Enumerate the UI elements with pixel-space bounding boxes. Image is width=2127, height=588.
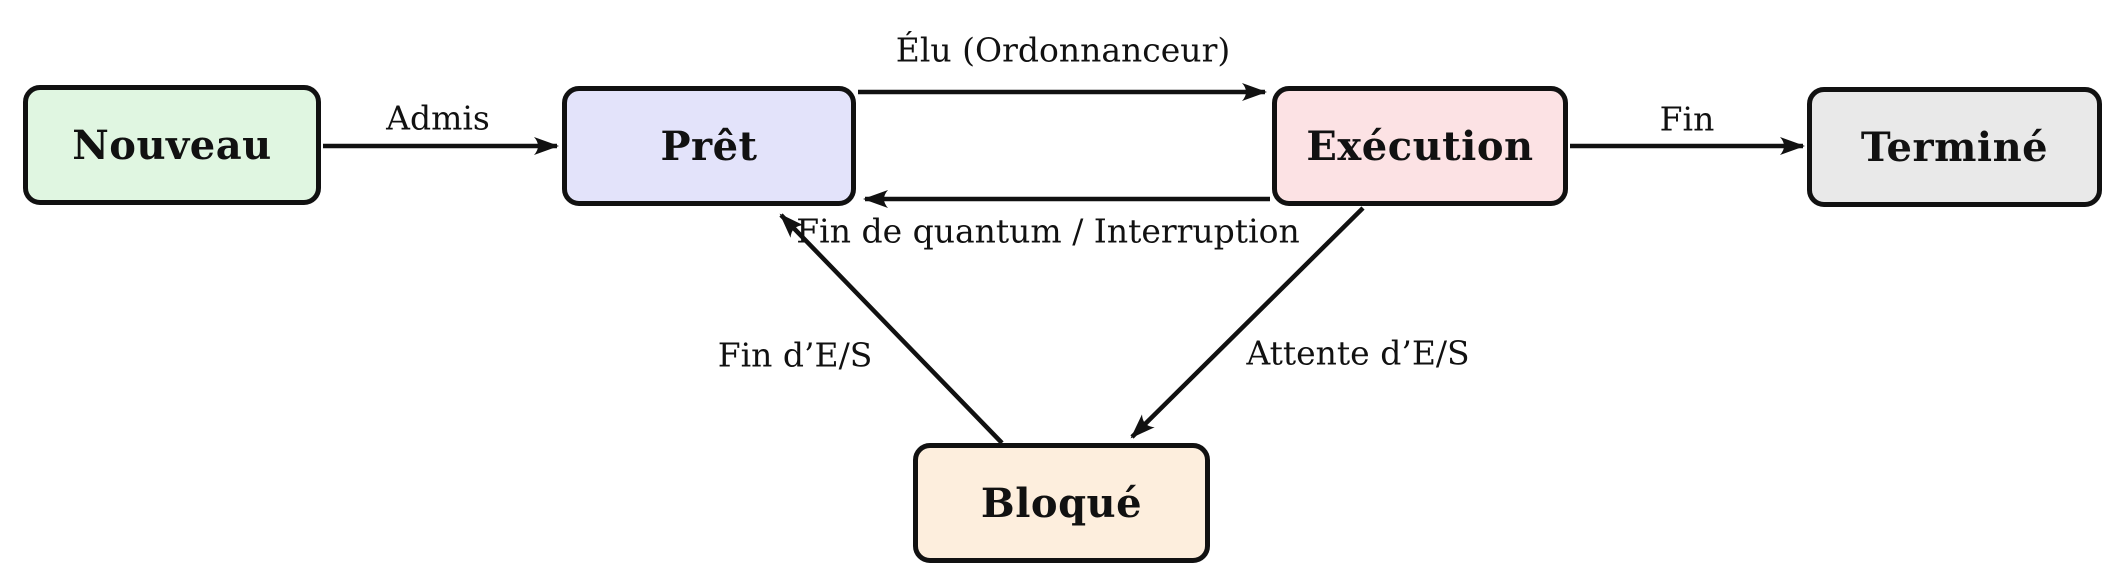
state-execution: Exécution: [1272, 86, 1568, 206]
transition-label-fin: Fin: [1659, 99, 1715, 139]
state-execution-label: Exécution: [1306, 122, 1534, 170]
state-bloque: Bloqué: [913, 443, 1210, 563]
transition-label-attente-es: Attente d’E/S: [1246, 333, 1470, 373]
transition-label-fin-es: Fin d’E/S: [717, 335, 873, 375]
state-pret: Prêt: [562, 86, 856, 206]
state-termine-label: Terminé: [1860, 123, 2049, 171]
arrow-attente-es: [1130, 206, 1365, 439]
arrow-fin-es: [779, 213, 1004, 445]
state-nouveau-label: Nouveau: [72, 121, 272, 169]
transition-label-admis: Admis: [386, 98, 490, 138]
state-pret-label: Prêt: [660, 122, 758, 170]
state-bloque-label: Bloqué: [980, 479, 1143, 527]
transition-label-fin-de-quantum-interruption: Fin de quantum / Interruption: [796, 211, 1300, 251]
state-termine: Terminé: [1807, 87, 2102, 207]
state-nouveau: Nouveau: [23, 85, 321, 205]
transition-label-elu-ordonnanceur: Élu (Ordonnanceur): [895, 30, 1231, 70]
